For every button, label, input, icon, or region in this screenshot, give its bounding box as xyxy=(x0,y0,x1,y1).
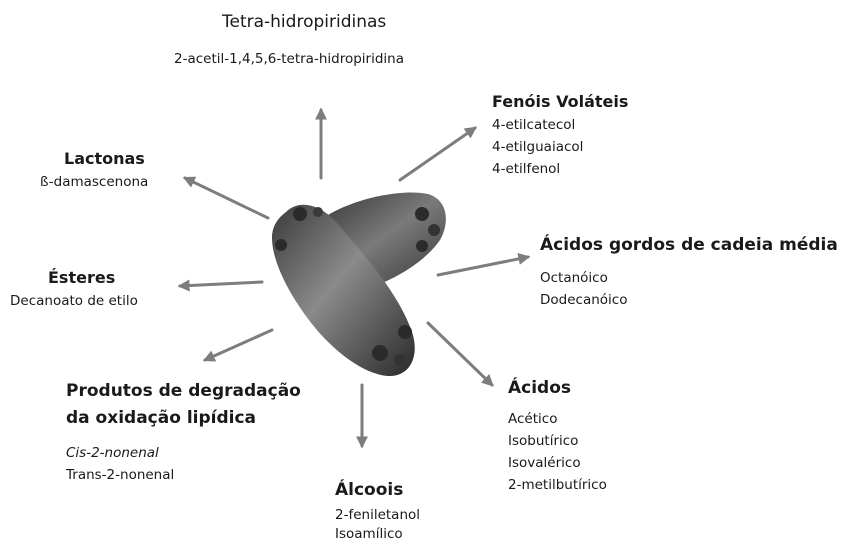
arrow-to-acidos xyxy=(428,323,492,385)
group-title: Ácidos xyxy=(508,376,607,400)
bud-scar xyxy=(416,240,428,252)
group-title: Ácidos gordos de cadeia média xyxy=(540,233,838,257)
compound: Decanoato de etilo xyxy=(10,290,138,312)
group-title: Tetra-hidropiridinas xyxy=(222,10,386,34)
compound: 2-feniletanol xyxy=(335,506,420,525)
group-title-line1: Produtos de degradação xyxy=(66,378,301,405)
arrow-to-lactonas xyxy=(185,178,268,218)
group-alcoois: Álcoois 2-feniletanol Isoamílico xyxy=(335,478,420,544)
group-title: Ésteres xyxy=(10,266,138,290)
group-lactonas: Lactonas ß-damascenona xyxy=(40,147,148,193)
group-esteres: Ésteres Decanoato de etilo xyxy=(10,266,138,312)
compound: Octanóico xyxy=(540,267,838,289)
compound: Acético xyxy=(508,408,607,430)
group-title: Lactonas xyxy=(40,147,148,171)
compound: 4-etilfenol xyxy=(492,158,628,180)
compound: 2-metilbutírico xyxy=(508,474,607,496)
bud-scar xyxy=(428,224,440,236)
compound: Cis-2-nonenal xyxy=(66,442,301,464)
group-title: Álcoois xyxy=(335,478,420,502)
arrow-to-acidos-gordos xyxy=(438,257,528,275)
bud-scar xyxy=(275,239,287,251)
group-title: Fenóis Voláteis xyxy=(492,90,628,114)
group-degradacao: Produtos de degradação da oxidação lipíd… xyxy=(66,378,301,486)
group-acidos: Ácidos Acético Isobutírico Isovalérico 2… xyxy=(508,376,607,496)
bud-scar xyxy=(394,354,406,366)
group-tetra: Tetra-hidropiridinas xyxy=(222,10,386,34)
group-acidos-gordos: Ácidos gordos de cadeia média Octanóico … xyxy=(540,233,838,311)
compound: Trans-2-nonenal xyxy=(66,464,301,486)
bud-scar xyxy=(415,207,429,221)
compound: 2-acetil-1,4,5,6-tetra-hidropiridina xyxy=(174,48,404,70)
compound: ß-damascenona xyxy=(40,171,148,193)
compound: Isovalérico xyxy=(508,452,607,474)
compound: 4-etilguaiacol xyxy=(492,136,628,158)
compound: Isoamílico xyxy=(335,525,420,544)
arrow-to-esteres xyxy=(180,282,262,286)
group-title-line2: da oxidação lipídica xyxy=(66,405,301,432)
bud-scar xyxy=(293,207,307,221)
yeast-cells-illustration xyxy=(272,192,446,376)
bud-scar xyxy=(398,325,412,339)
compound: Isobutírico xyxy=(508,430,607,452)
bud-scar xyxy=(372,345,388,361)
compound: 4-etilcatecol xyxy=(492,114,628,136)
group-fenois: Fenóis Voláteis 4-etilcatecol 4-etilguai… xyxy=(492,90,628,180)
group-tetra-items: 2-acetil-1,4,5,6-tetra-hidropiridina xyxy=(174,48,404,70)
arrow-to-degradacao xyxy=(205,330,272,360)
arrow-to-fenois xyxy=(400,128,475,180)
compound: Dodecanóico xyxy=(540,289,838,311)
bud-scar xyxy=(313,207,323,217)
